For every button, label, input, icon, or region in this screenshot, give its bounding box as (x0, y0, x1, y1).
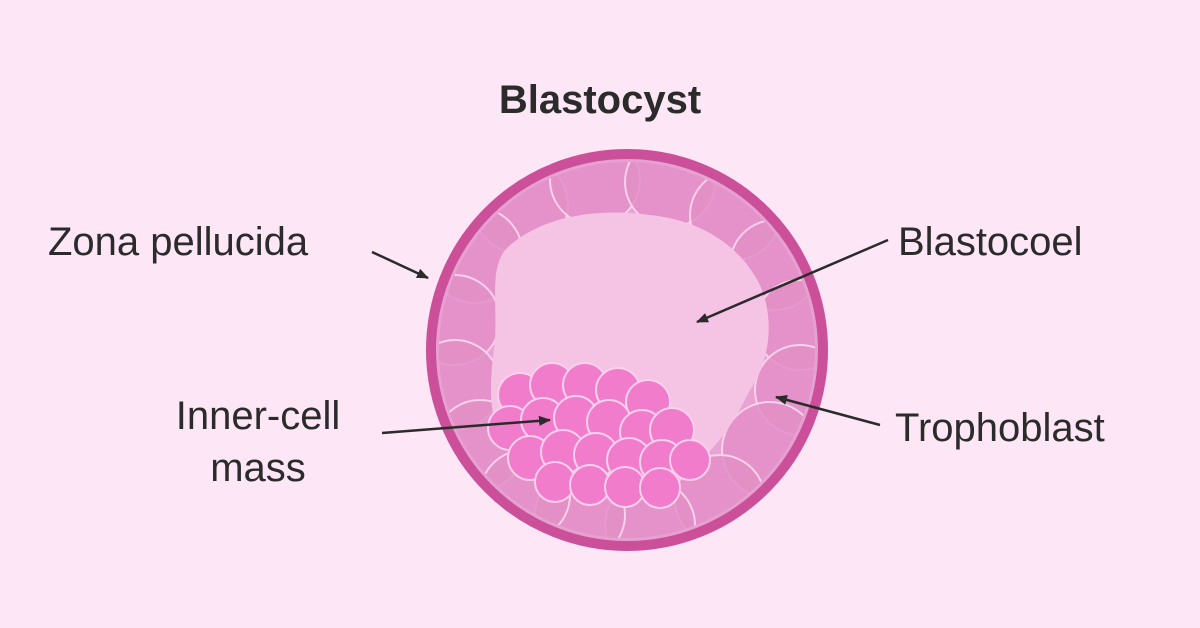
diagram-title: Blastocyst (498, 78, 702, 122)
trophoblast-layer (439, 162, 815, 538)
inner-cell-mass-label-line1: Inner-cell (175, 394, 341, 438)
blastocoel-arrow (696, 238, 889, 324)
zona-pellucida-arrow (371, 250, 429, 280)
inner-cell-mass-arrow (381, 415, 551, 435)
trophoblast-label: Trophoblast (895, 406, 1105, 450)
blastocoel-label: Blastocoel (898, 220, 1083, 264)
inner-cell-mass-label-line2: mass (210, 446, 306, 490)
trophoblast-arrow (775, 395, 881, 427)
inner-cell-mass-label: Inner-cell mass (118, 390, 398, 494)
zona-pellucida-label: Zona pellucida (48, 220, 309, 264)
inner-cell-mass-cluster (487, 362, 711, 509)
